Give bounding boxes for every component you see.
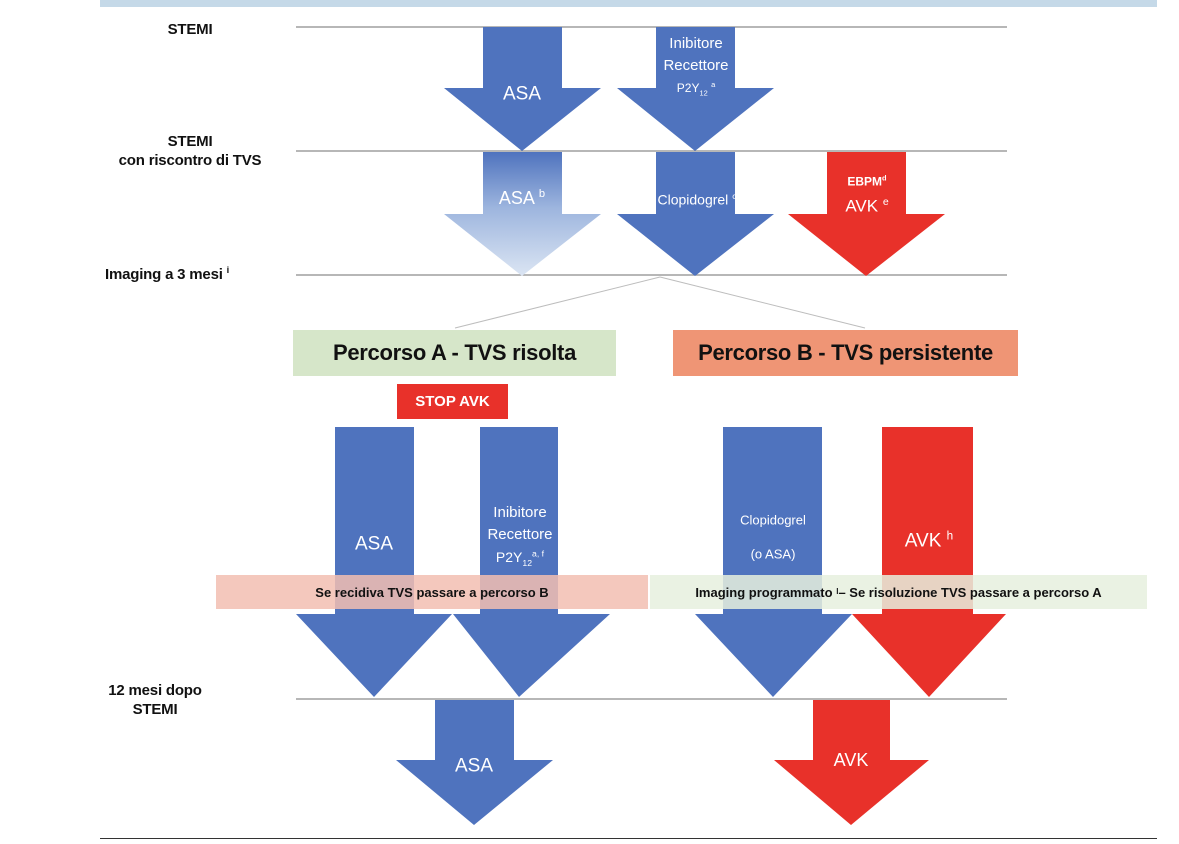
avk-e-arrow bbox=[788, 152, 945, 276]
avk-h-path-b-arrow bbox=[852, 427, 1006, 697]
path-a-title: Percorso A - TVS risolta bbox=[293, 330, 616, 376]
clopidogrel-c-label: Clopidogrel c bbox=[657, 190, 737, 208]
stage-label-stemi: STEMI bbox=[167, 21, 213, 38]
clopidogrel-path-b-label: Clopidogrel (o ASA) bbox=[740, 512, 806, 561]
asa-final-label: ASA bbox=[454, 755, 494, 777]
path-a-recurrence-note: Se recidiva TVS passare a percorso B bbox=[216, 575, 648, 609]
p2y12-path-a-label: Inibitore Recettore P2Y12a, f bbox=[487, 504, 553, 568]
header-band bbox=[100, 0, 1157, 7]
path-b-title: Percorso B - TVS persistente bbox=[673, 330, 1018, 376]
stage-label-12-months: 12 mesi dopo STEMI bbox=[108, 682, 202, 718]
bottom-rule bbox=[100, 838, 1157, 839]
asa-arrow bbox=[444, 27, 601, 151]
p2y12-inhibitor-arrow bbox=[617, 27, 774, 151]
split-line-b bbox=[659, 276, 866, 329]
stop-avk-badge: STOP AVK bbox=[397, 384, 508, 419]
asa-path-a-label: ASA bbox=[354, 533, 394, 555]
avk-final-label: AVK bbox=[833, 750, 869, 771]
clopidogrel-path-b-arrow bbox=[695, 427, 852, 697]
path-b-imaging-note: Imaging programmato l – Se risoluzione T… bbox=[650, 575, 1147, 609]
p2y12-inhibitor-label: Inibitore Recettore P2Y12 a bbox=[663, 35, 729, 98]
clopidogrel-c-arrow bbox=[617, 152, 774, 276]
ebpm-avk-label: EBPMd AVK e bbox=[845, 173, 889, 216]
avk-final-arrow bbox=[774, 700, 929, 825]
stage-label-stemi-tvs: STEMI con riscontro di TVS bbox=[118, 133, 262, 169]
avk-h-label: AVK h bbox=[904, 529, 954, 552]
asa-final-arrow bbox=[396, 700, 553, 825]
asa-label: ASA bbox=[502, 83, 542, 105]
asa-b-arrow bbox=[444, 152, 601, 276]
asa-path-a-arrow bbox=[296, 427, 452, 697]
split-line-a bbox=[454, 276, 661, 329]
asa-b-label: ASA b bbox=[498, 188, 546, 209]
p2y12-path-a-arrow bbox=[453, 427, 610, 697]
stage-label-imaging-3m: Imaging a 3 mesi i bbox=[105, 265, 230, 283]
